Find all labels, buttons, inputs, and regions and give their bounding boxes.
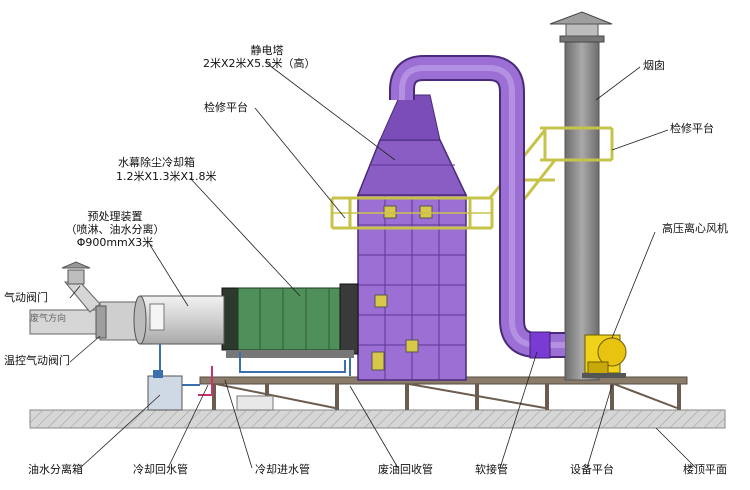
ground-box <box>236 395 274 411</box>
temp-valve-label: 温控气动阀门 <box>4 354 70 367</box>
electrostatic-tower <box>356 94 468 381</box>
cool-inlet-label: 冷却进水管 <box>255 463 310 476</box>
fan-label: 高压离心风机 <box>662 222 728 235</box>
waste-oil-label: 废油回收管 <box>378 463 433 476</box>
tower-title-label: 静电塔 <box>250 44 284 57</box>
duct-direction-label: 废气方向 <box>30 314 67 324</box>
inlet-duct <box>29 261 107 339</box>
centrifugal-fan <box>582 334 627 378</box>
prefilter-title-label: 预处理装置 <box>87 210 143 223</box>
roof-label: 楼顶平面 <box>683 463 727 476</box>
cooling-tank <box>221 283 359 358</box>
tank-size-label: 1.2米X1.3米X1.8米 <box>116 170 217 183</box>
tank-title-label: 水幕除尘冷却箱 <box>118 156 195 169</box>
cool-return-label: 冷却回水管 <box>133 463 188 476</box>
equip-platform-label: 设备平台 <box>570 463 614 476</box>
prefilter-size-label: Φ900mmX3米 <box>76 236 154 249</box>
tower-platform-label: 检修平台 <box>204 101 248 114</box>
connection-duct <box>389 55 565 359</box>
stack-platform-label: 检修平台 <box>670 122 714 135</box>
oil-water-tank <box>147 370 183 411</box>
oil-water-tank-label: 油水分离箱 <box>28 463 83 476</box>
prefilter-cylinder <box>99 295 225 345</box>
tower-size-label: 2米X2米X5.5米（高） <box>203 57 316 70</box>
roof-surface <box>29 409 726 429</box>
prefilter-sub-label: （喷淋、油水分离） <box>65 223 165 236</box>
leader-lines <box>69 61 697 469</box>
soft-joint-label: 软接管 <box>475 463 508 476</box>
pneumatic-valve-label: 气动阀门 <box>4 291 48 304</box>
chimney <box>549 11 613 381</box>
tower-platform <box>330 196 494 230</box>
chimney-label: 烟囱 <box>643 59 665 72</box>
